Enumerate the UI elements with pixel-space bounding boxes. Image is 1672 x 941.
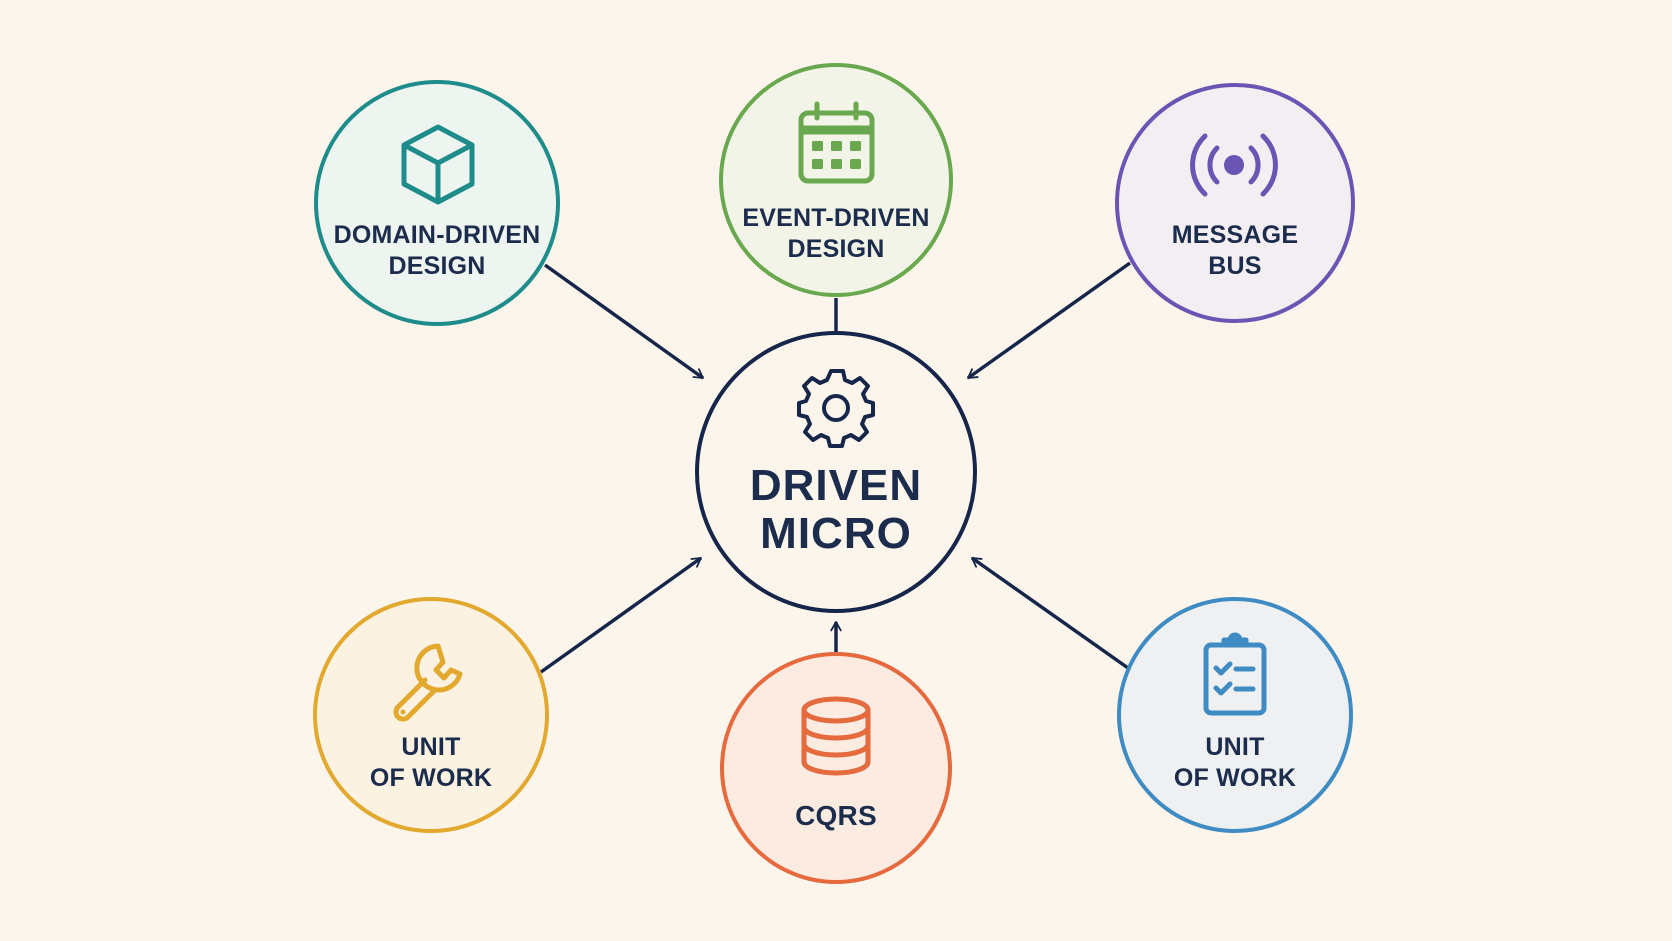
node-label-line-1: MESSAGE [1172,221,1298,249]
node-circle [313,597,549,833]
wrench-icon [393,643,463,722]
arrow-unit-right-to-center [970,556,1130,670]
node-label-line-2: OF WORK [370,764,492,792]
arrow-message-to-center [966,261,1132,380]
center-circle [695,331,977,613]
node-label-line-1: UNIT [401,733,460,761]
center-node: DRIVEN MICRO [695,331,977,613]
arrow-domain-to-center [543,263,705,380]
node-unit-of-work-right[interactable]: UNIT OF WORK [1117,597,1353,833]
node-circle [1115,83,1355,323]
node-label-line-1: UNIT [1205,733,1264,761]
node-circle [720,652,952,884]
node-domain-driven-design[interactable]: DOMAIN-DRIVEN DESIGN [314,80,560,326]
node-label-line-1: CQRS [795,800,877,831]
center-label-line-2: MICRO [760,509,912,558]
database-icon [801,696,871,776]
node-label-line-2: DESIGN [388,252,485,280]
node-label-line-2: DESIGN [787,235,884,263]
clipboard-checklist-icon [1203,632,1267,716]
connectors [539,261,1132,674]
cube-icon [401,124,475,205]
node-unit-of-work-left[interactable]: UNIT OF WORK [313,597,549,833]
calendar-icon [798,101,875,184]
node-label-line-2: OF WORK [1174,764,1296,792]
node-label-line-2: BUS [1208,252,1261,280]
node-label-line-1: EVENT-DRIVEN [742,204,929,232]
gear-icon [797,369,875,448]
node-message-bus[interactable]: MESSAGE BUS [1115,83,1355,323]
node-event-driven-design[interactable]: EVENT-DRIVEN DESIGN [719,63,953,297]
node-label-line-1: DOMAIN-DRIVEN [334,221,541,249]
node-cqrs[interactable]: CQRS [720,652,952,884]
center-label-line-1: DRIVEN [750,461,922,510]
broadcast-icon [1190,133,1278,197]
arrow-unit-left-to-center [539,556,703,674]
